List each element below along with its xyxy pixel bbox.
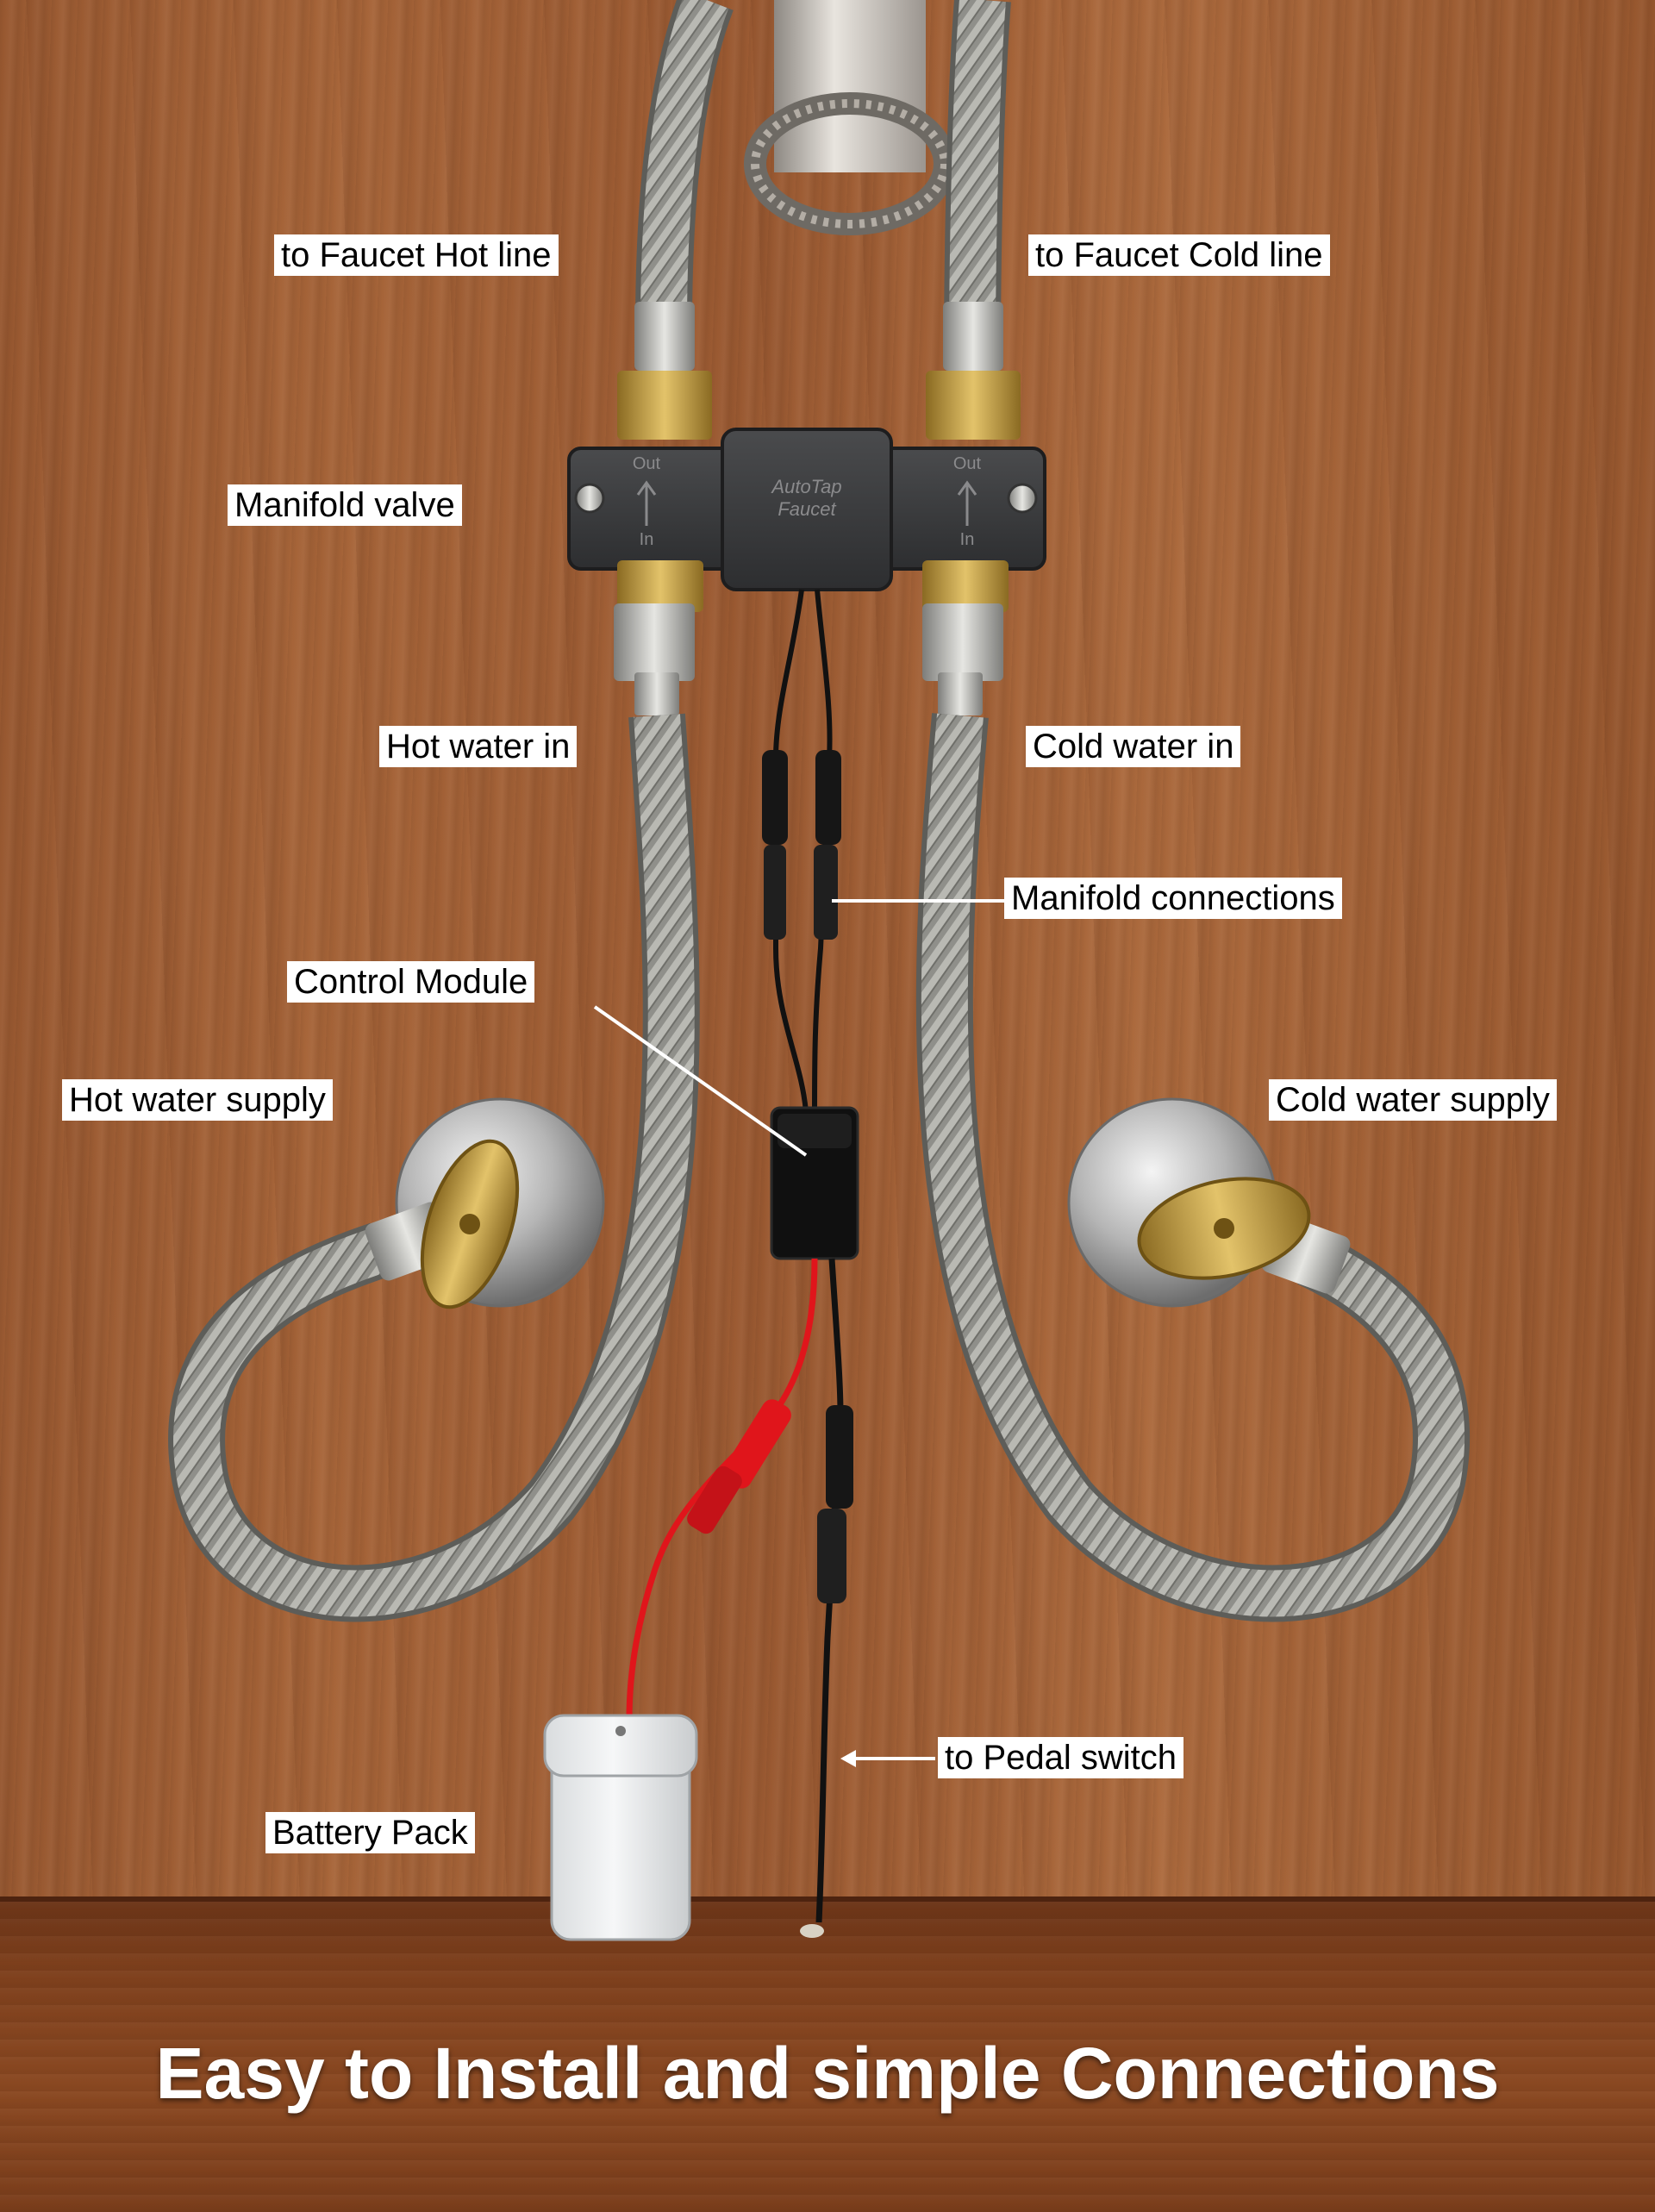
- cold-water-supply-label: Cold water supply: [1269, 1079, 1557, 1121]
- cabinet-shelf: [0, 1896, 1655, 2212]
- hot-port-out-label: Out: [633, 454, 661, 473]
- hot-water-supply-label: Hot water supply: [62, 1079, 333, 1121]
- battery-pack-label: Battery Pack: [265, 1812, 475, 1853]
- manifold-brand-line1: AutoTap: [770, 476, 841, 497]
- battery-and-pedal-wires: [626, 1258, 853, 1938]
- cold-port-in-label: In: [960, 530, 975, 549]
- faucet-hot-line-label: to Faucet Hot line: [274, 234, 559, 276]
- manifold-valve: AutoTap Faucet Out In Out In: [567, 428, 1046, 591]
- control-module-label: Control Module: [287, 961, 535, 1003]
- faucet-hoses: [617, 0, 1021, 440]
- hot-water-in-label: Hot water in: [379, 726, 578, 767]
- battery-pack: [543, 1714, 698, 1941]
- manifold-valve-label: Manifold valve: [228, 484, 462, 526]
- pedal-switch-label: to Pedal switch: [938, 1737, 1184, 1778]
- pedal-switch-pointer: [849, 1757, 935, 1760]
- cold-flow-arrow-icon: [957, 480, 977, 526]
- cold-water-in-label: Cold water in: [1026, 726, 1241, 767]
- cold-shutoff-valve: [1067, 1097, 1351, 1308]
- cold-port-out-label: Out: [953, 454, 982, 473]
- faucet-cold-line-label: to Faucet Cold line: [1028, 234, 1330, 276]
- manifold-wires: [762, 589, 841, 1113]
- manifold-connections-label: Manifold connections: [1004, 878, 1342, 919]
- manifold-brand-line2: Faucet: [778, 498, 836, 520]
- hot-flow-arrow-icon: [636, 480, 657, 526]
- control-module: [770, 1106, 859, 1260]
- headline: Easy to Install and simple Connections: [155, 2033, 1500, 2114]
- pedal-switch-arrowhead-icon: [840, 1750, 856, 1767]
- manifold-connections-pointer: [832, 899, 1004, 903]
- supply-hoses: [168, 560, 1470, 1622]
- faucet-spout: [744, 0, 956, 235]
- hot-port-in-label: In: [640, 530, 654, 549]
- hot-shutoff-valve: [365, 1097, 605, 1309]
